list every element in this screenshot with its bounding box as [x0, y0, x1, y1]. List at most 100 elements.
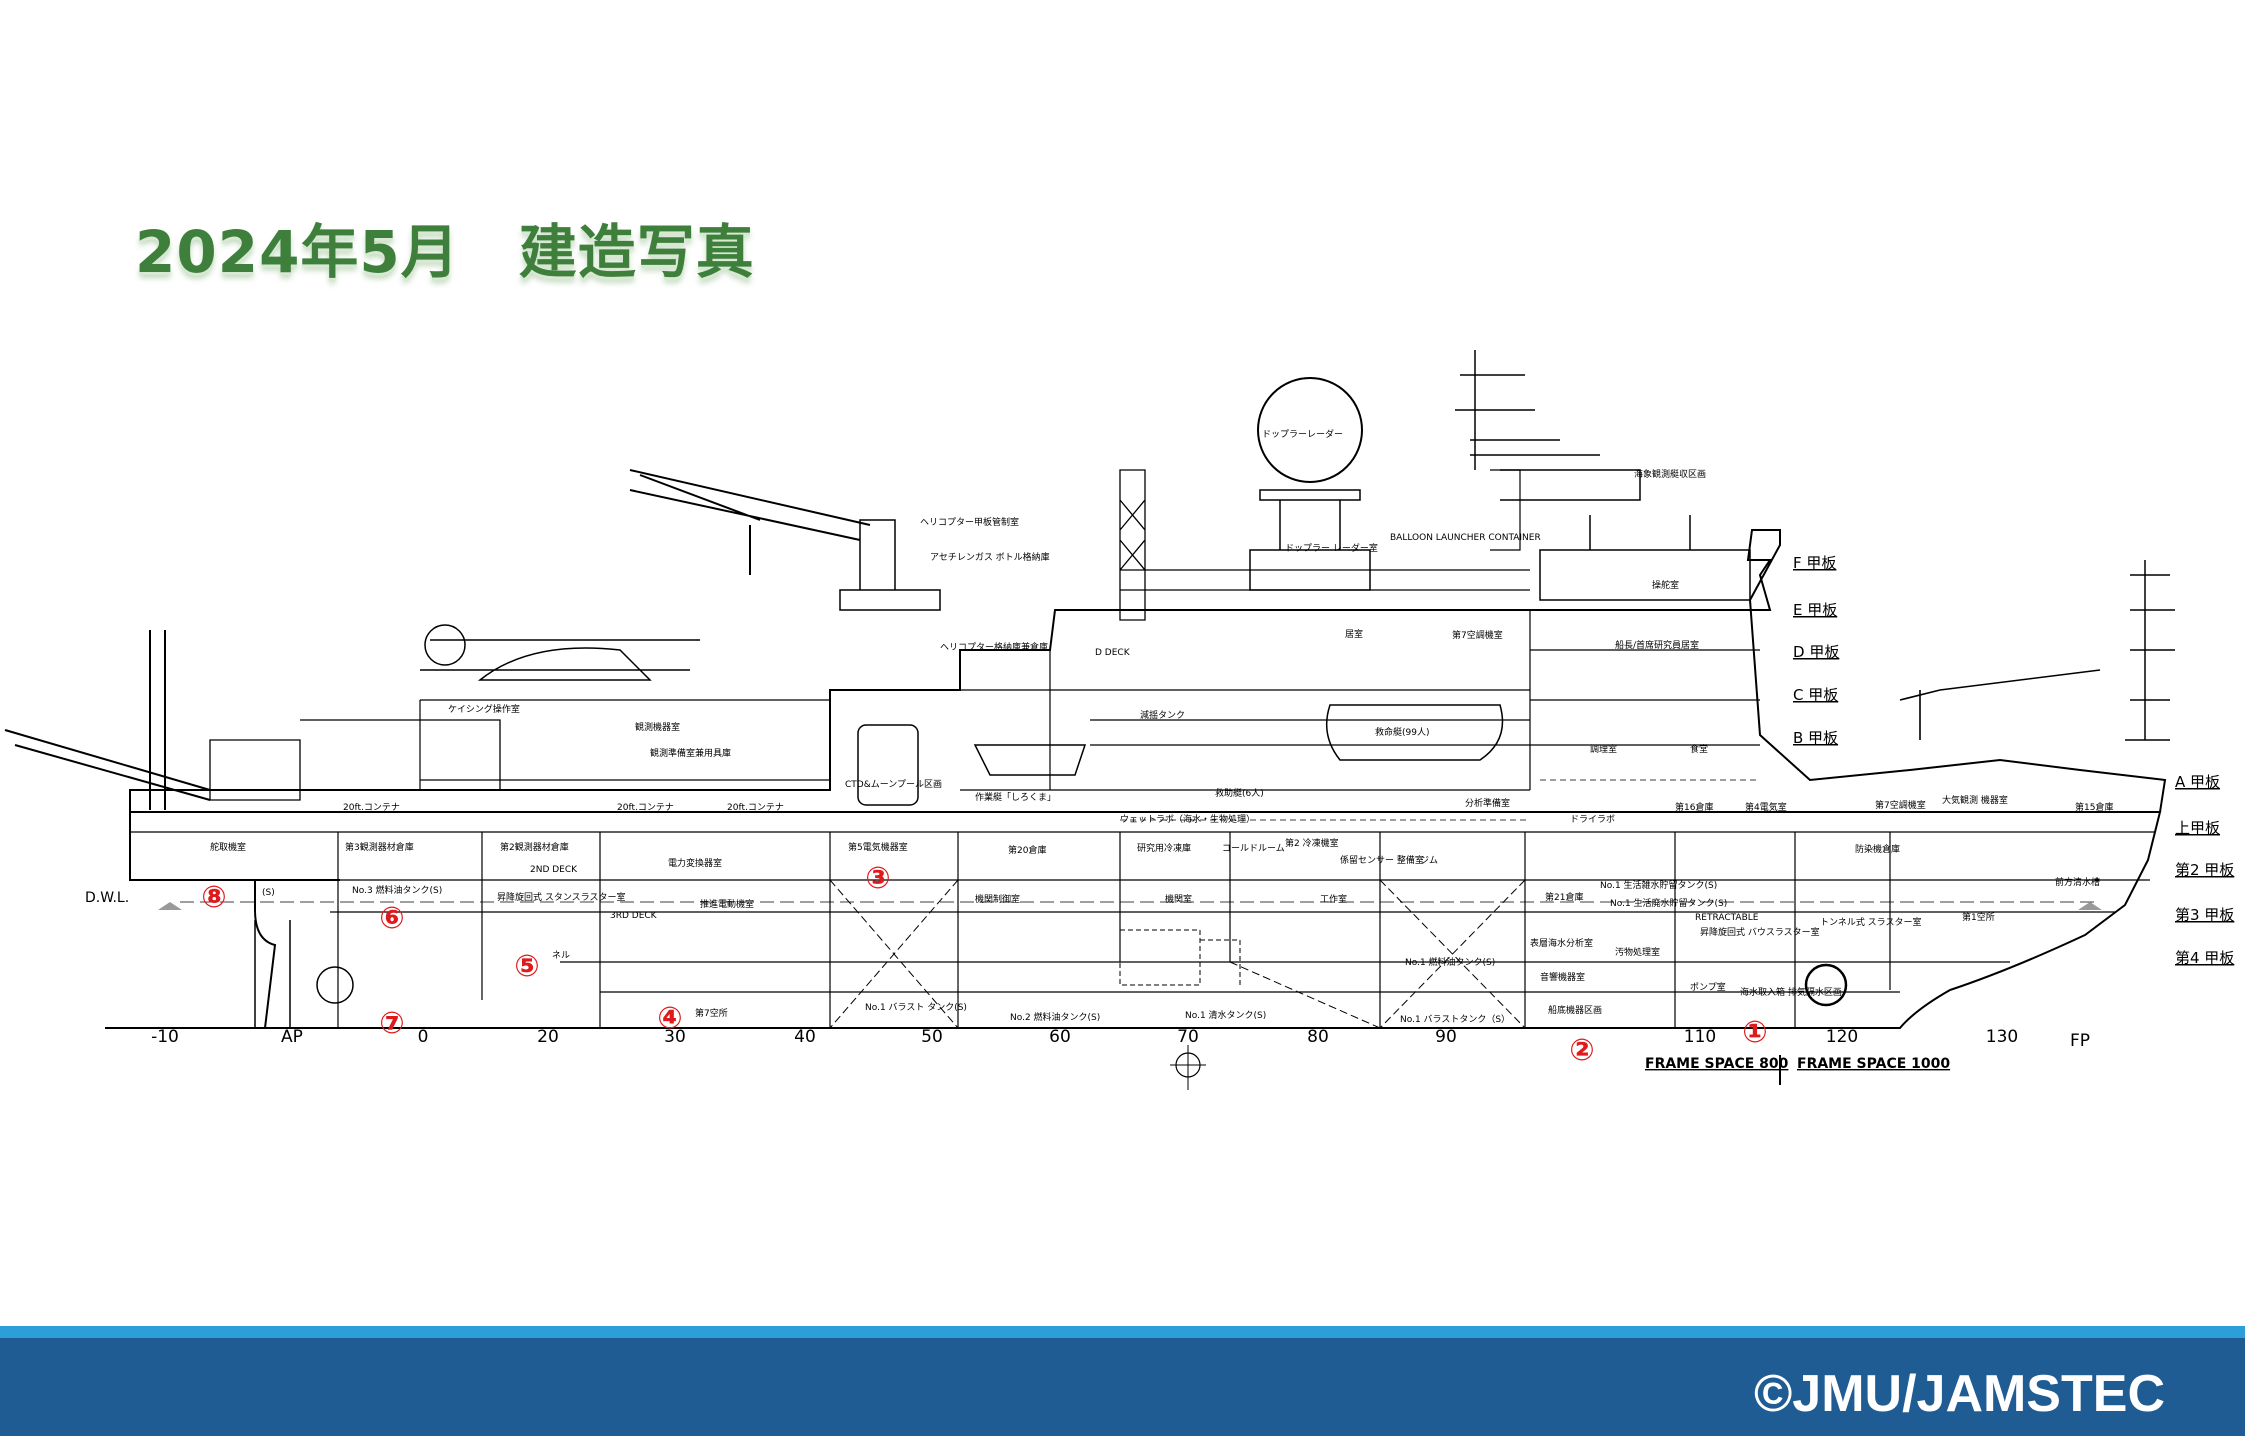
room-label: D DECK: [1095, 648, 1131, 658]
room-label: 居室: [1345, 628, 1363, 640]
deck-label: F 甲板: [1793, 554, 1836, 572]
room-label: (S): [262, 888, 275, 898]
moonpool: [857, 724, 919, 806]
room-label: 操舵室: [1652, 579, 1679, 591]
frame-label: 90: [1435, 1027, 1457, 1047]
marker-8: ⑧: [201, 880, 226, 915]
room-label: RETRACTABLE: [1695, 913, 1759, 923]
room-label: No.1 バラスト タンク(S): [865, 1002, 967, 1013]
frame-label: 40: [794, 1027, 816, 1047]
marker-6: ⑥: [379, 901, 404, 936]
room-label: 観測機器室: [635, 721, 680, 733]
frame-label: 80: [1307, 1027, 1329, 1047]
deck-label: 第4 甲板: [2175, 949, 2234, 967]
room-label: No.1 生活雑水貯留タンク(S): [1600, 879, 1717, 891]
room-label: 第21倉庫: [1545, 891, 1583, 903]
frame-label: 70: [1177, 1027, 1199, 1047]
room-label: ジム: [1420, 855, 1438, 866]
room-label: 海水取入箱 排気隔水区画: [1740, 986, 1842, 998]
room-label: 第3観測器材倉庫: [345, 841, 414, 853]
marker-1: ①: [1742, 1015, 1767, 1050]
room-label: 前方清水槽: [2055, 876, 2100, 888]
room-label: 電力変換器室: [668, 857, 722, 869]
frame-label: AP: [281, 1027, 303, 1047]
lifeboat: [1325, 704, 1504, 761]
room-label: 船底機器区画: [1548, 1004, 1602, 1016]
room-label: ヘリコプター格納庫兼倉庫: [940, 641, 1048, 653]
room-label: 第2観測器材倉庫: [500, 841, 569, 853]
room-label: 救命艇(99人): [1375, 726, 1429, 738]
room-label: 第7空調機室: [1452, 629, 1503, 641]
room-label: 機関室: [1165, 893, 1192, 905]
frame-label: 130: [1986, 1027, 2018, 1047]
room-label: 海象観測艇収区画: [1634, 468, 1706, 480]
frame-label: 30: [664, 1027, 686, 1047]
marker-5: ⑤: [514, 949, 539, 984]
room-label: 減揺タンク: [1140, 709, 1185, 721]
room-label: 第15倉庫: [2075, 801, 2113, 813]
stern-a-frame: [4, 630, 211, 810]
fore-mast: [2125, 560, 2175, 741]
frame-label: FP: [2070, 1031, 2090, 1051]
room-label: 調理室: [1590, 743, 1617, 755]
room-label: No.1 生活廃水貯留タンク(S): [1610, 897, 1727, 909]
room-label: 作業艇「しろくま」: [975, 791, 1056, 803]
room-label: ドップラー レーダー室: [1285, 542, 1378, 554]
bow-thruster: [1804, 963, 1848, 1007]
frame-label: 0: [418, 1027, 429, 1047]
room-label: 2ND DECK: [530, 865, 578, 875]
room-label: 工作室: [1320, 893, 1347, 905]
room-label: ヘリコプター甲板管制室: [920, 516, 1019, 528]
deck-label: 第3 甲板: [2175, 906, 2234, 924]
room-label: 20ft.コンテナ: [727, 802, 784, 813]
room-label: 昇降旋回式 スタンスラスター室: [497, 891, 626, 903]
footer-bar: ©JMU/JAMSTEC: [0, 1326, 2245, 1436]
room-label: CTD&ムーンプール区画: [845, 779, 942, 790]
room-label: 食堂: [1690, 743, 1708, 755]
frame-label: 50: [921, 1027, 943, 1047]
room-label: 20ft.コンテナ: [617, 802, 674, 813]
room-label: 研究用冷凍庫: [1137, 842, 1191, 854]
workboat: [973, 744, 1087, 776]
room-label: 推進電動機室: [700, 898, 754, 910]
room-label: No.1 バラストタンク（S）: [1400, 1014, 1510, 1025]
room-label: 大気観測 機器室: [1942, 794, 2008, 806]
main-mast: [1455, 350, 1641, 501]
rudder: [254, 920, 291, 1029]
room-label: ドップラーレーダー: [1262, 428, 1343, 440]
marker-3: ③: [865, 861, 890, 896]
frame-space-fwd: FRAME SPACE 1000: [1797, 1056, 1950, 1072]
frame-label: 20: [537, 1027, 559, 1047]
room-label: コールドルーム: [1222, 843, 1285, 854]
frame-space-aft: FRAME SPACE 800: [1645, 1056, 1789, 1072]
marker-4: ④: [657, 1001, 682, 1036]
room-label: ウェットラボ（海水・生物処理）: [1120, 813, 1255, 825]
room-label: No.2 燃料油タンク(S): [1010, 1011, 1100, 1023]
room-label: 第2 冷凍機室: [1285, 837, 1339, 849]
deck-label: A 甲板: [2175, 773, 2220, 791]
room-label: No.1 清水タンク(S): [1185, 1009, 1266, 1021]
room-label: 昇降旋回式 バウスラスター室: [1700, 926, 1820, 938]
room-label: ネル: [552, 950, 570, 961]
propeller: [316, 966, 354, 1004]
room-label: 音響機器室: [1540, 971, 1585, 983]
helicopter: [420, 639, 700, 681]
room-label: 3RD DECK: [610, 911, 658, 921]
deck-label: 第2 甲板: [2175, 861, 2234, 879]
centerline-symbol: [1170, 1045, 1206, 1090]
room-label: No.1 燃料油タンク(S): [1405, 956, 1495, 968]
room-label: 防染機倉庫: [1855, 843, 1900, 855]
marker-2: ②: [1569, 1033, 1594, 1068]
hull-outline: [129, 811, 2162, 1029]
room-label: トンネル式 スラスター室: [1820, 916, 1922, 928]
copyright-credit: ©JMU/JAMSTEC: [1753, 1365, 2165, 1423]
frame-label: 110: [1684, 1027, 1716, 1047]
room-label: 第7空所: [695, 1007, 728, 1019]
room-label: アセチレンガス ボトル格納庫: [930, 551, 1050, 563]
frame-label: 120: [1826, 1027, 1858, 1047]
room-label: ドライラボ: [1570, 814, 1615, 825]
room-label: ケイシング操作室: [448, 703, 520, 715]
room-label: 係留センサー 整備室: [1340, 854, 1424, 866]
page-title: 2024年5月 建造写真: [135, 218, 755, 286]
